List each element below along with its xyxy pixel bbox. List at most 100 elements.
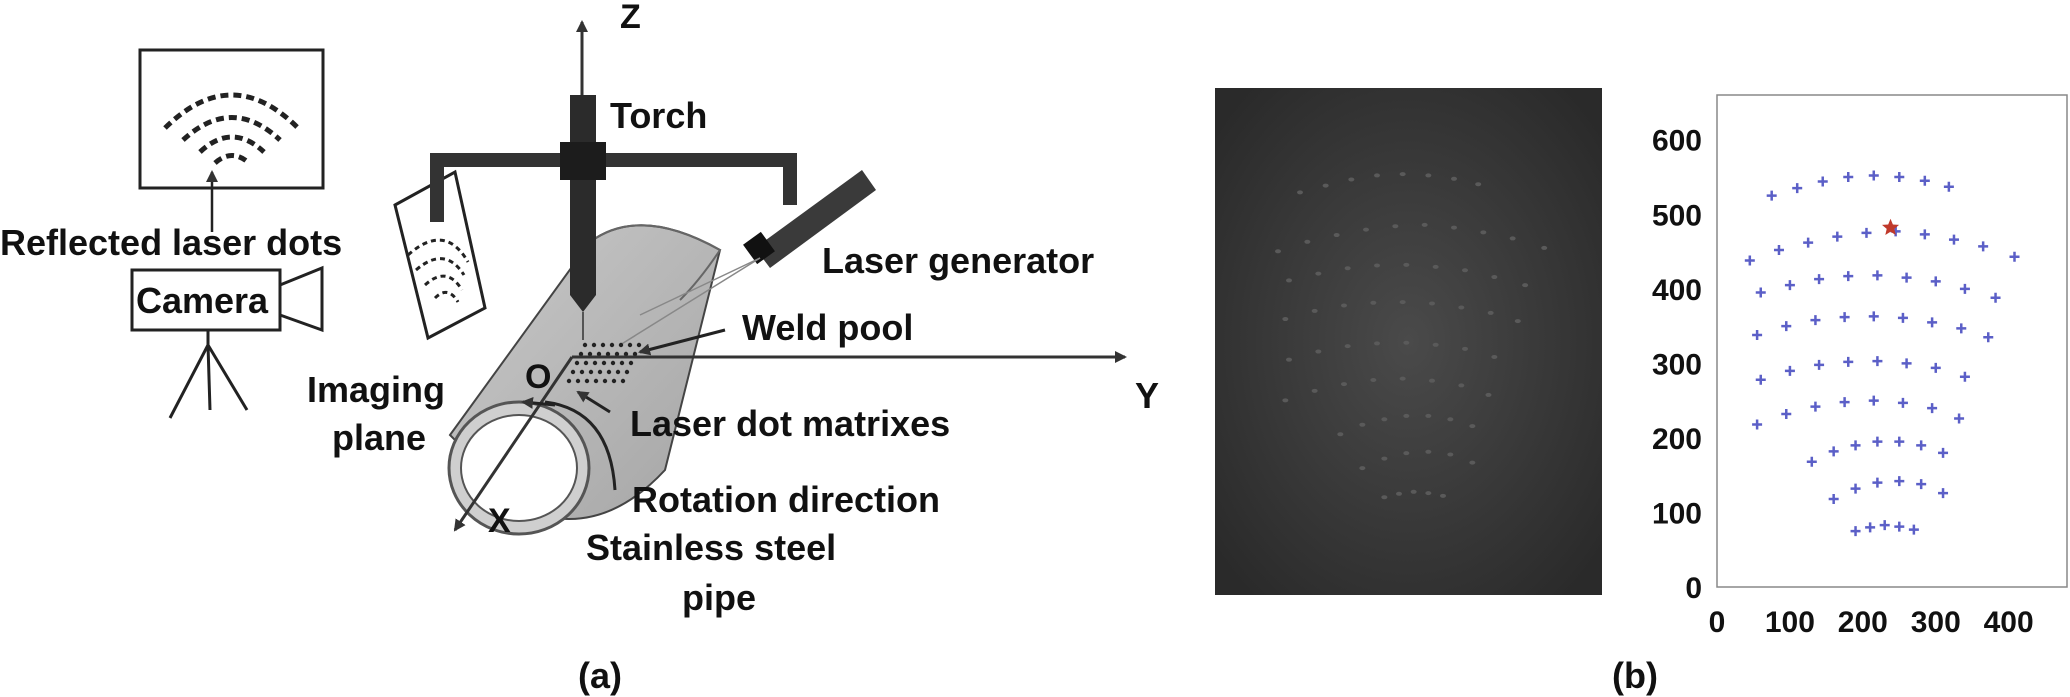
- scatter-point: [1803, 237, 1814, 248]
- photo-dot: [1491, 275, 1498, 280]
- photo-dot: [1304, 239, 1311, 244]
- photo-dot: [1403, 262, 1410, 267]
- scatter-point: [1850, 440, 1861, 451]
- camera-label: Camera: [136, 280, 269, 321]
- scatter-point: [1868, 170, 1879, 181]
- photo-dot: [1447, 417, 1454, 422]
- matrix-dot: [570, 369, 576, 375]
- photo-dot: [1399, 300, 1406, 305]
- matrix-dot: [578, 351, 584, 357]
- matrix-dot: [588, 369, 594, 375]
- scatter-point: [1839, 312, 1850, 323]
- photo-dot: [1396, 491, 1402, 496]
- photo-dot: [1410, 489, 1417, 494]
- scatter-point: [1781, 321, 1792, 332]
- photo-dot: [1374, 341, 1380, 346]
- matrix-dot: [623, 351, 629, 357]
- x-axis-label: X: [488, 502, 511, 540]
- laser-generator: [619, 170, 876, 346]
- torch-frame: [430, 153, 797, 222]
- x-tick-label: 300: [1911, 606, 1961, 639]
- photo-dot: [1458, 383, 1465, 388]
- photo-dot: [1297, 190, 1303, 195]
- photo-dot: [1344, 266, 1351, 271]
- scatter-point: [1784, 365, 1795, 376]
- laser-dots-label: Laser dot matrixes: [630, 403, 950, 444]
- laser-dot-matrix: [566, 342, 642, 384]
- photo-dot: [1469, 424, 1476, 429]
- scatter-point: [1850, 483, 1861, 494]
- matrix-dot: [610, 360, 616, 366]
- pipe-label-1: Stainless steel: [586, 527, 836, 568]
- photo-dot: [1480, 230, 1487, 235]
- scatter-point: [1806, 456, 1817, 467]
- scatter-point: [1894, 172, 1905, 182]
- plot-frame: [1716, 94, 2068, 588]
- photo-dot: [1381, 417, 1388, 422]
- scatter-points: [1744, 170, 2020, 537]
- photo-dot: [1344, 344, 1351, 349]
- scatter-point: [1755, 287, 1766, 298]
- origin-label: O: [525, 358, 551, 396]
- scatter-point: [1901, 358, 1912, 369]
- photo-dot: [1487, 310, 1494, 315]
- matrix-dot: [587, 351, 593, 357]
- photo-dot: [1311, 308, 1318, 313]
- scatter-point: [1930, 276, 1941, 287]
- y-tick-label: 300: [1652, 348, 1702, 381]
- scatter-point: [1843, 271, 1854, 282]
- x-tick-label: 200: [1838, 606, 1888, 639]
- rotation-label: Rotation direction: [632, 479, 940, 520]
- scatter-point: [1781, 409, 1792, 420]
- matrix-dot: [628, 360, 634, 366]
- scatter-point: [1784, 280, 1795, 291]
- scatter-point: [1843, 172, 1854, 182]
- imaging-label-2: plane: [332, 417, 426, 458]
- scatter-point: [1828, 494, 1839, 505]
- y-tick-label: 0: [1685, 572, 1702, 605]
- laser-dots-arrow: [576, 390, 611, 414]
- photo-dot: [1469, 460, 1476, 465]
- photo-dot: [1363, 227, 1369, 232]
- torch: [560, 95, 606, 340]
- scatter-point: [1814, 359, 1825, 370]
- scatter-point: [1814, 274, 1825, 285]
- photo-dot: [1514, 319, 1521, 324]
- matrix-dot: [627, 342, 633, 348]
- matrix-dot: [615, 369, 621, 375]
- scatter-point: [1865, 522, 1876, 533]
- photo-dot: [1432, 342, 1439, 347]
- matrix-dot: [602, 378, 608, 384]
- scatter-point: [1901, 272, 1912, 283]
- scatter-point: [1990, 292, 2001, 303]
- rotation-arrow: [521, 396, 556, 409]
- matrix-dot: [611, 378, 617, 384]
- photo-dot: [1315, 271, 1322, 276]
- scatter-point: [1930, 362, 1941, 373]
- weld-pool-arrow: [638, 328, 726, 356]
- photo-dot: [1485, 392, 1492, 397]
- photo-dot: [1348, 177, 1355, 182]
- y-tick-label: 100: [1652, 497, 1702, 530]
- scatter-point: [1897, 397, 1908, 408]
- panel-a: Z Torch Reflected laser dots Camera Lase…: [0, 0, 1159, 696]
- pipe-label-2: pipe: [682, 577, 756, 618]
- torch-label: Torch: [610, 95, 707, 136]
- photo-dot: [1509, 236, 1516, 241]
- scatter-point: [1894, 521, 1905, 532]
- matrix-dot: [592, 360, 598, 366]
- photo-dot: [1541, 245, 1548, 250]
- photo-dot: [1333, 233, 1340, 238]
- matrix-dot: [619, 360, 625, 366]
- scatter-point: [1959, 371, 1970, 382]
- matrix-dot: [600, 342, 606, 348]
- matrix-dot: [606, 369, 612, 375]
- y-tick-label: 400: [1652, 274, 1702, 307]
- scatter-point: [1954, 413, 1965, 424]
- photo-dot: [1282, 398, 1289, 403]
- photo-dot: [1475, 182, 1482, 187]
- matrix-dot: [624, 369, 630, 375]
- photo-dot: [1374, 173, 1380, 178]
